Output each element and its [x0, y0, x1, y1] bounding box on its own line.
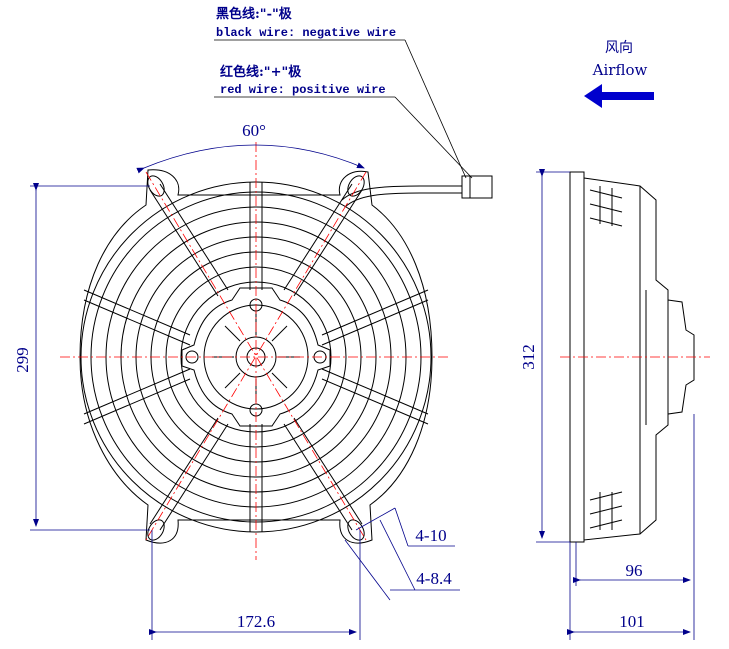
red-wire-label-en: red wire: positive wire — [220, 83, 386, 97]
airflow-label-en: Airflow — [592, 61, 648, 79]
motor-plate — [181, 287, 331, 427]
front-centerlines — [60, 142, 450, 560]
side-ribs — [589, 186, 647, 534]
black-wire-label-en: black wire: negative wire — [216, 26, 396, 40]
dim-height-front: 299 — [13, 347, 32, 373]
fan-ring-7 — [165, 266, 347, 448]
front-view — [79, 169, 493, 544]
dim-hole-large: 4-10 — [415, 526, 446, 545]
fan-spokes — [83, 182, 429, 532]
red-wire-label-cn: 红色线:"+"极 — [220, 64, 302, 80]
dim-depth-body: 96 — [626, 561, 643, 580]
mount-hole-bl — [147, 519, 165, 541]
wire-harness — [341, 185, 462, 201]
dim-angle: 60° — [242, 121, 266, 140]
black-wire-label-cn: 黑色线:"-"极 — [216, 6, 293, 22]
airflow-arrow-icon — [584, 84, 654, 108]
dim-hole-small: 4-8.4 — [416, 569, 452, 588]
airflow-label-cn: 风向 — [605, 40, 633, 56]
wire-connector — [461, 175, 493, 199]
mount-hole-tr — [347, 175, 365, 197]
side-shroud — [583, 177, 669, 541]
dim-height-side: 312 — [519, 344, 538, 370]
dimension-lines — [30, 39, 695, 640]
dim-mount-spacing: 172.6 — [237, 612, 275, 631]
mount-hole-tl — [147, 175, 165, 197]
dim-depth-total: 101 — [619, 612, 645, 631]
side-motor — [667, 299, 695, 415]
